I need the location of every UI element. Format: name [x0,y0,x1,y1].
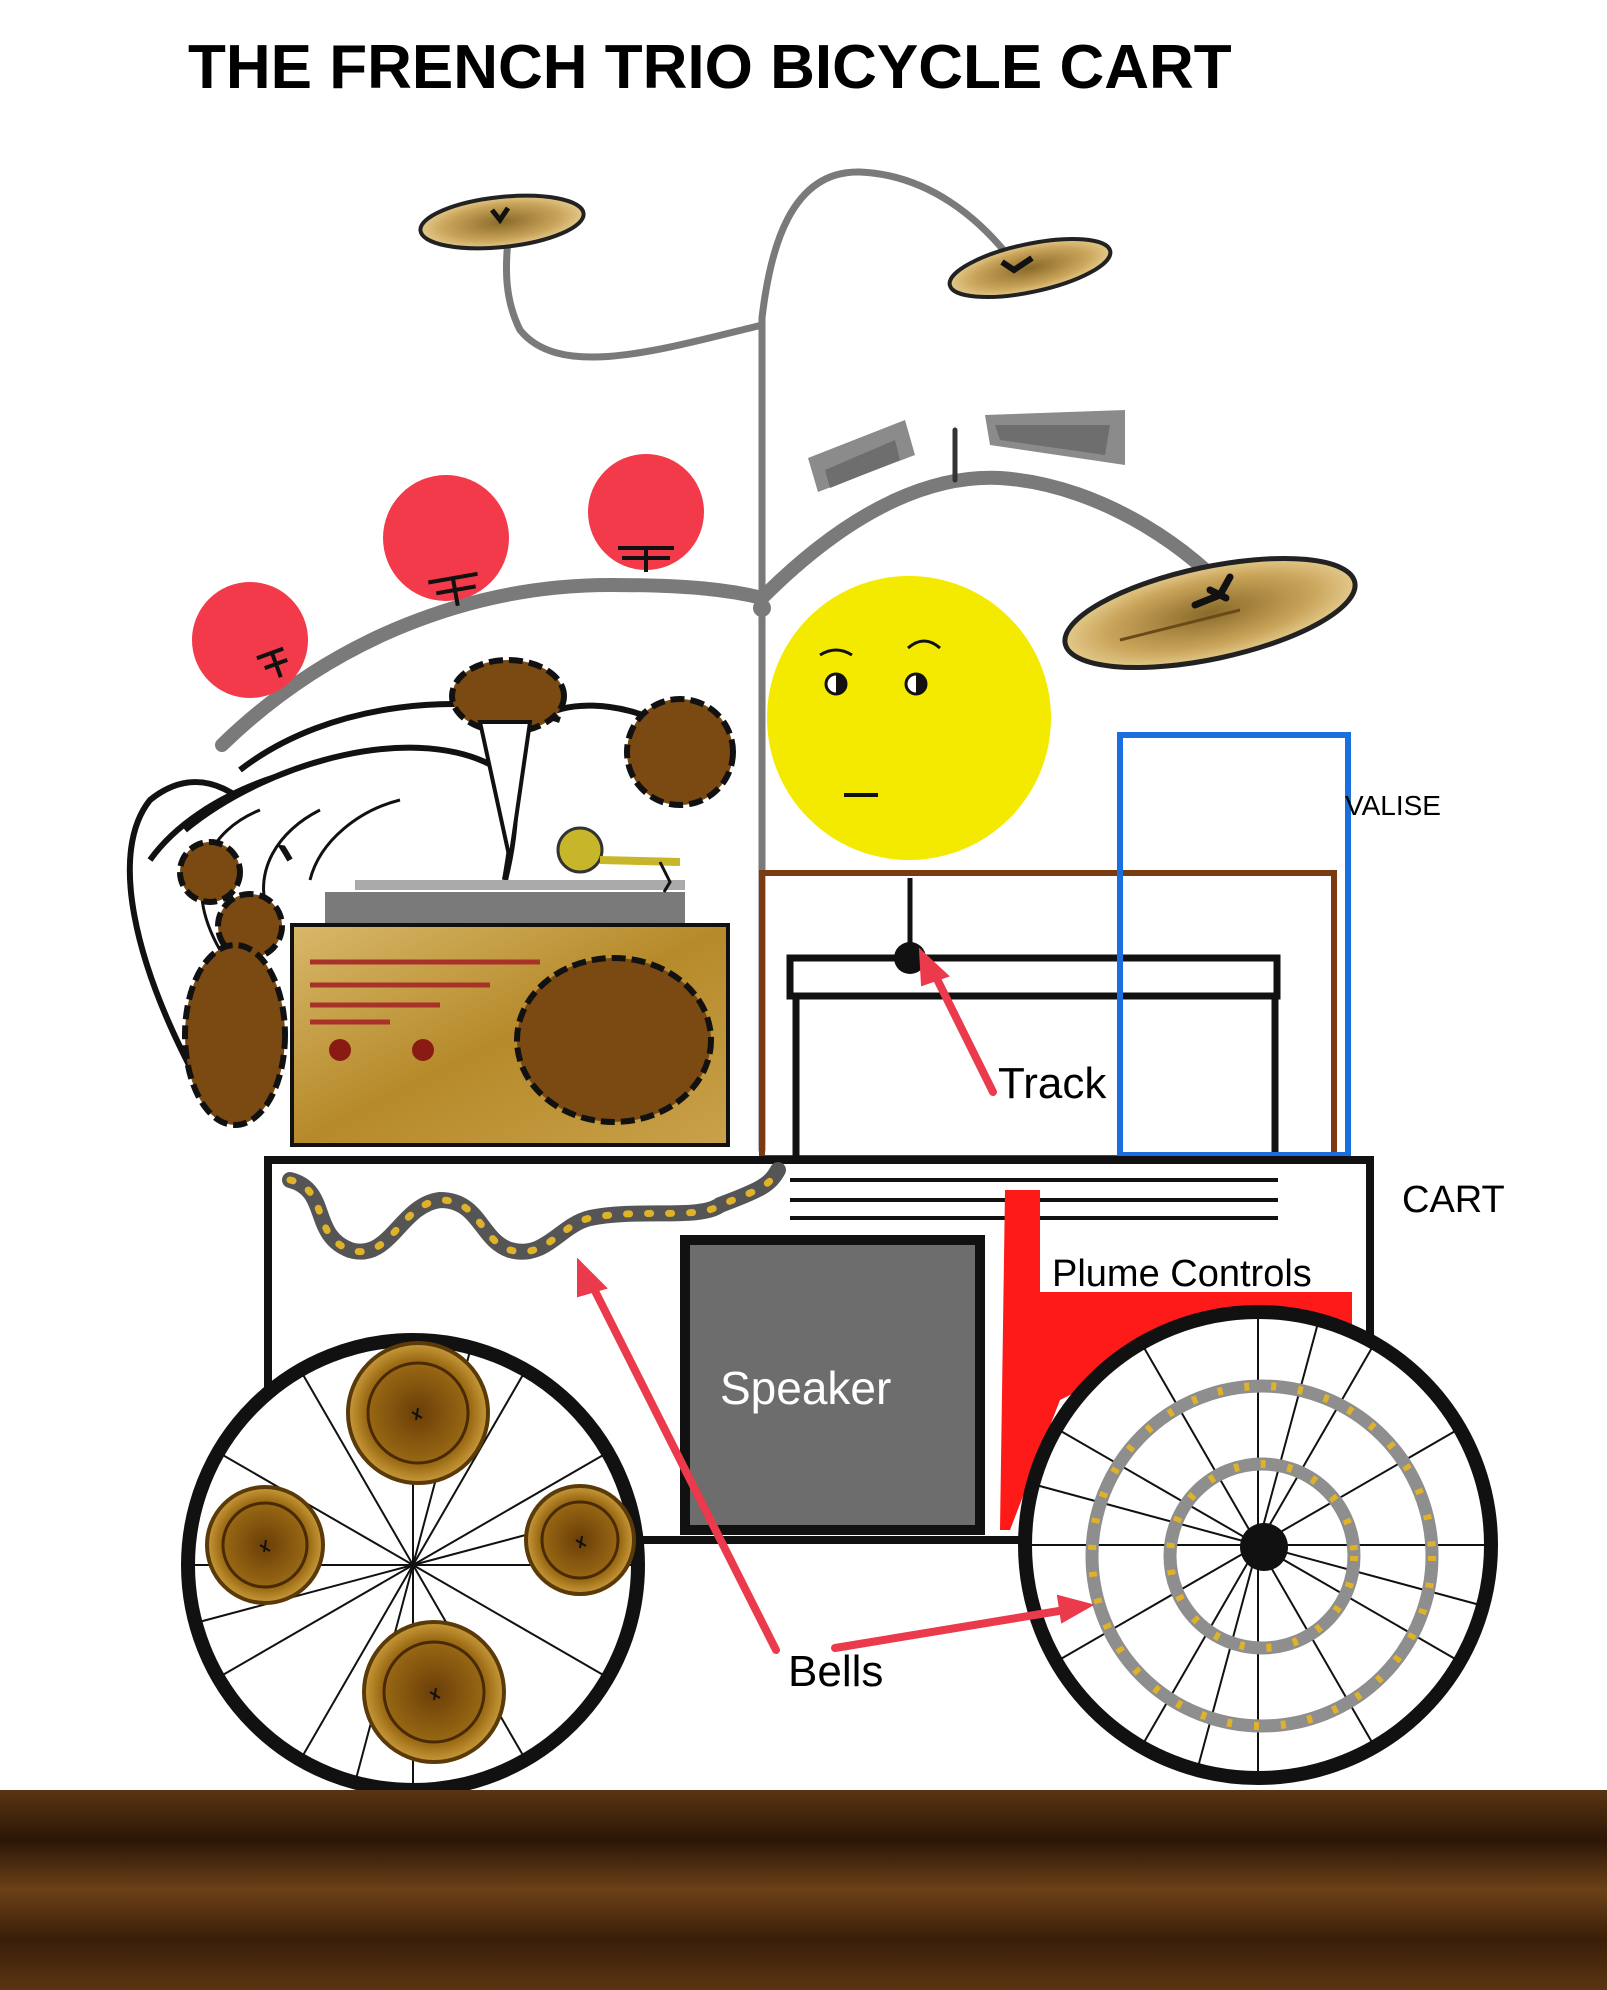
top-left-cymbal [418,193,586,251]
right-wheel [1018,1305,1498,1785]
bells-label: Bells [788,1647,883,1696]
red-ball-2 [383,475,509,607]
horn-tubes [126,699,667,1097]
speaker: Speaker [680,1235,985,1535]
ground [0,1790,1607,1990]
right-cymbal [1062,555,1358,671]
spinning-paddles [808,410,1125,492]
plume-controls-region [1000,1190,1352,1530]
wheel-bell-rings [1085,1379,1439,1733]
valise-label: VALISE [1345,790,1441,821]
red-balls [192,454,704,698]
red-ball-3 [588,454,704,572]
turntable [325,826,685,924]
horn-bells-brown [177,657,736,1128]
sun-face [767,576,1051,860]
horn-stem [477,720,533,861]
track-label: Track [998,1059,1107,1108]
radio-box [290,923,730,1147]
left-wheel [181,1333,645,1797]
speaker-label: Speaker [720,1362,891,1414]
track-box [759,870,1337,1161]
annotation-arrows [577,947,1095,1654]
snake-bell-string [282,1162,786,1260]
cart-label: CART [1402,1179,1505,1221]
red-ball-1 [192,582,308,698]
wheel-drums [205,1341,636,1764]
diagram-title: THE FRENCH TRIO BICYCLE CART [188,33,1232,102]
plume-controls-label: Plume Controls [1052,1253,1312,1295]
top-right-cymbal [947,236,1113,300]
valise-outline [1117,732,1351,1158]
